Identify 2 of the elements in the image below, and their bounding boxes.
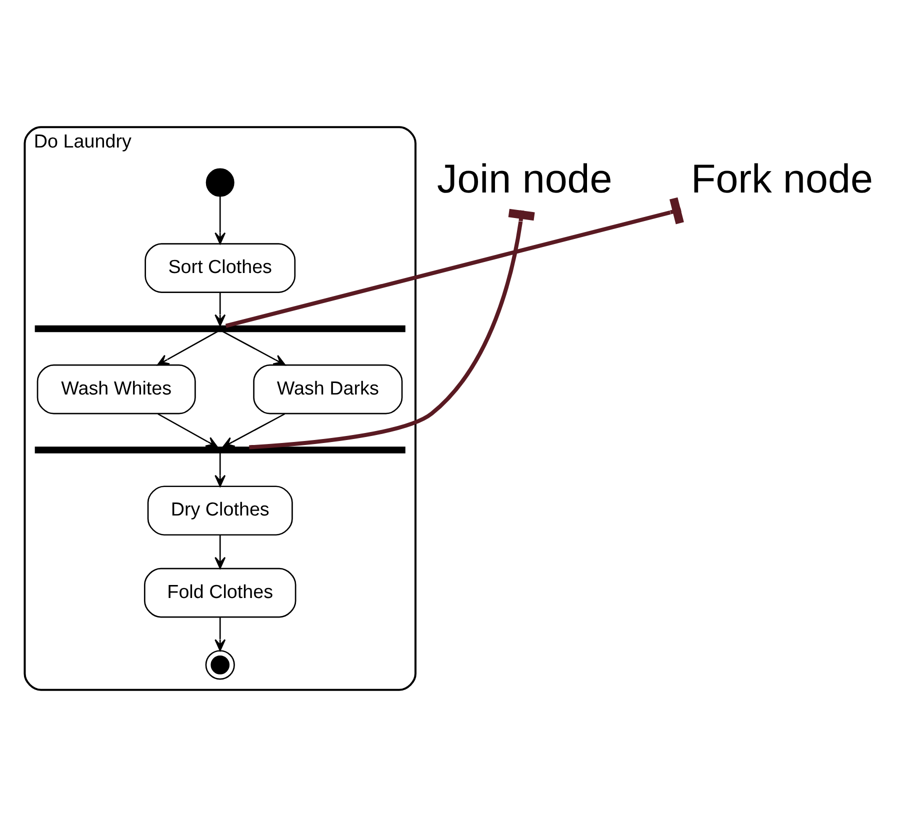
node-text: Fork node [691, 156, 873, 202]
node-text: Join node [437, 156, 612, 202]
